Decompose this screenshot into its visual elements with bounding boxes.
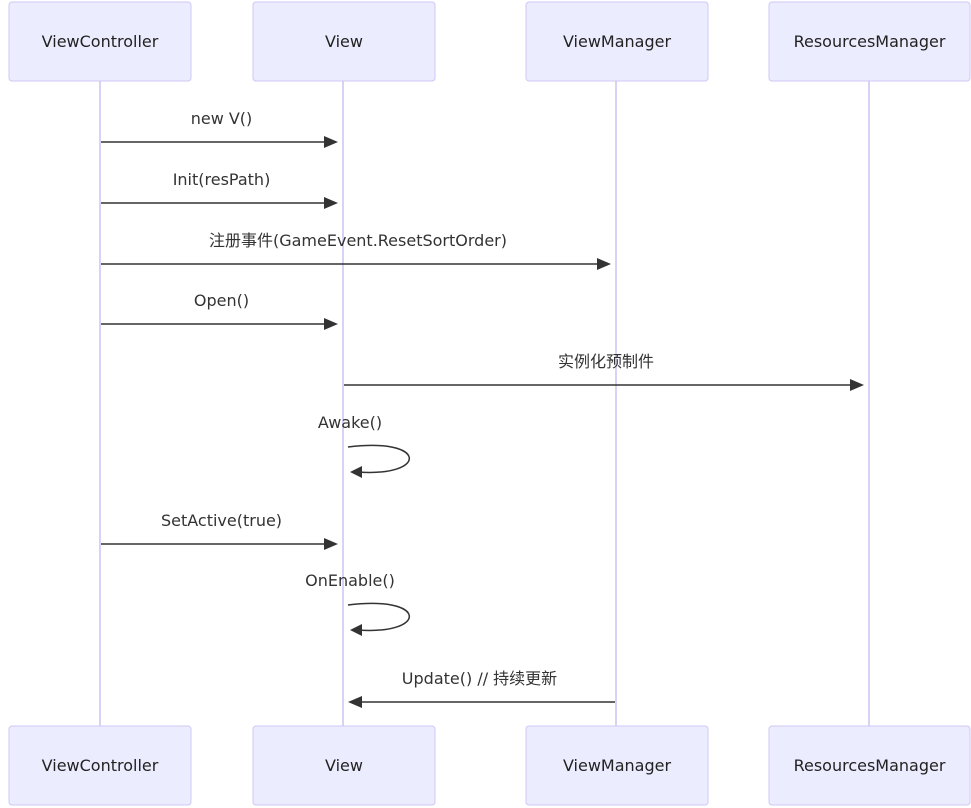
message: Init(resPath): [101, 170, 338, 209]
message-label: new V(): [191, 109, 253, 128]
actor-label: ResourcesManager: [794, 756, 946, 775]
arrowhead: [324, 318, 338, 330]
actor-box: [768, 1, 971, 82]
message-label: Open(): [194, 291, 249, 310]
message-line: [347, 444, 410, 474]
actor-label: ViewManager: [563, 32, 672, 51]
actor-label: ViewController: [42, 756, 159, 775]
message-line: [347, 602, 410, 632]
actor-box: [252, 1, 436, 82]
message-label: Awake(): [318, 413, 382, 432]
actor-box: [252, 725, 436, 806]
arrowhead: [348, 696, 362, 708]
message-label: 注册事件(GameEvent.ResetSortOrder): [209, 231, 507, 250]
arrowhead: [324, 538, 338, 550]
message: 注册事件(GameEvent.ResetSortOrder): [101, 231, 611, 270]
actor-label: View: [325, 32, 363, 51]
message-label: SetActive(true): [161, 511, 282, 530]
message: Open(): [101, 291, 338, 330]
actor-box: [525, 725, 709, 806]
actor-label: View: [325, 756, 363, 775]
arrowhead: [350, 466, 362, 478]
actor-label: ResourcesManager: [794, 32, 946, 51]
arrowhead: [850, 379, 864, 391]
arrowhead: [324, 136, 338, 148]
actor-box: [8, 1, 192, 82]
message: SetActive(true): [101, 511, 338, 550]
actor-box: [8, 725, 192, 806]
actor-vm-bottom: ViewManager: [525, 725, 709, 806]
actor-vc-top: ViewController: [8, 1, 192, 82]
actor-box: [768, 725, 971, 806]
message-label: 实例化预制件: [558, 352, 654, 371]
actor-rm-bottom: ResourcesManager: [768, 725, 971, 806]
message-label: Init(resPath): [173, 170, 271, 189]
actor-vc-bottom: ViewController: [8, 725, 192, 806]
actor-label: ViewManager: [563, 756, 672, 775]
arrowhead: [350, 624, 362, 636]
actor-rm-top: ResourcesManager: [768, 1, 971, 82]
message-label: Update() // 持续更新: [402, 669, 557, 688]
message: OnEnable(): [305, 571, 410, 636]
actor-label: ViewController: [42, 32, 159, 51]
actor-box: [525, 1, 709, 82]
message-label: OnEnable(): [305, 571, 395, 590]
actor-v-top: View: [252, 1, 436, 82]
arrowhead: [597, 258, 611, 270]
message: Update() // 持续更新: [348, 669, 615, 708]
message: new V(): [101, 109, 338, 148]
arrowhead: [324, 197, 338, 209]
actor-vm-top: ViewManager: [525, 1, 709, 82]
actor-v-bottom: View: [252, 725, 436, 806]
message: Awake(): [318, 413, 410, 478]
message: 实例化预制件: [344, 352, 864, 391]
